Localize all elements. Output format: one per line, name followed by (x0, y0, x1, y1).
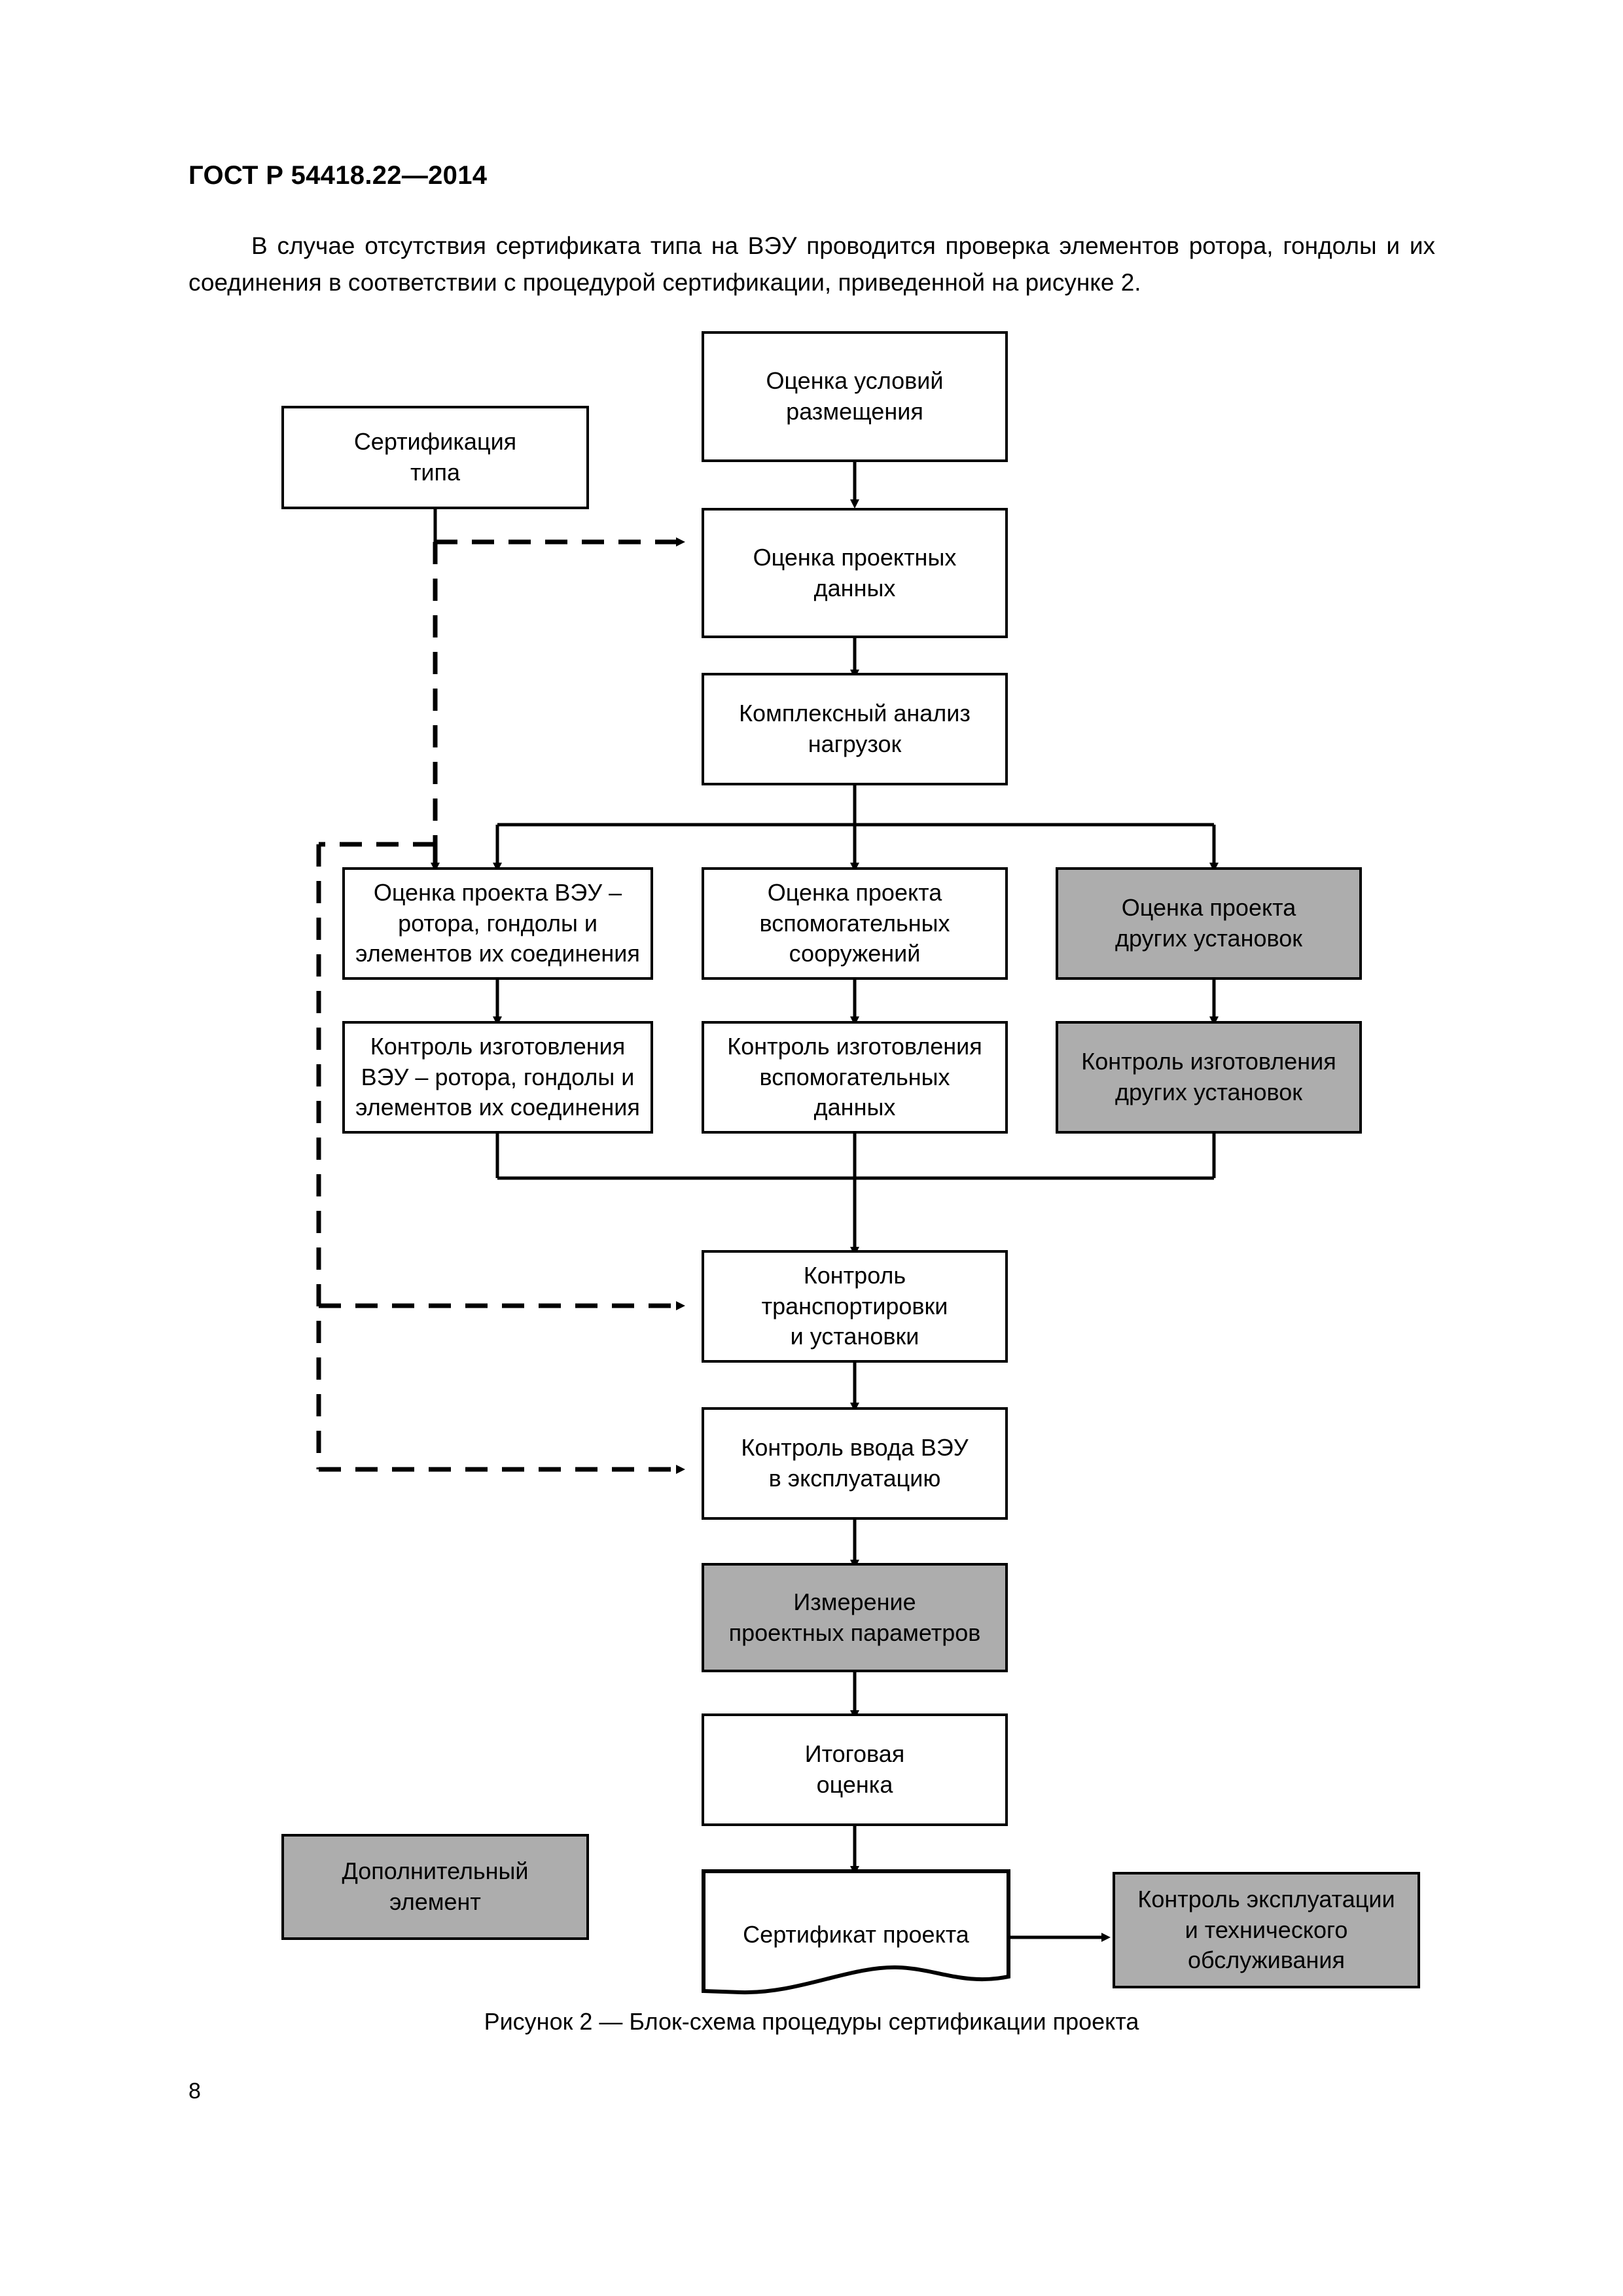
document-header: ГОСТ Р 54418.22—2014 (188, 161, 488, 190)
page-number: 8 (188, 2079, 201, 2104)
body-paragraph: В случае отсутствия сертификата типа на … (188, 232, 1435, 296)
document-shape (702, 1869, 1010, 1995)
node-project-certificate[interactable]: Сертификат проекта (702, 1869, 1010, 2000)
node-project-certificate-label: Сертификат проекта (743, 1920, 969, 1948)
figure-caption: Рисунок 2 — Блок-схема процедуры сертифи… (484, 2008, 1139, 2035)
